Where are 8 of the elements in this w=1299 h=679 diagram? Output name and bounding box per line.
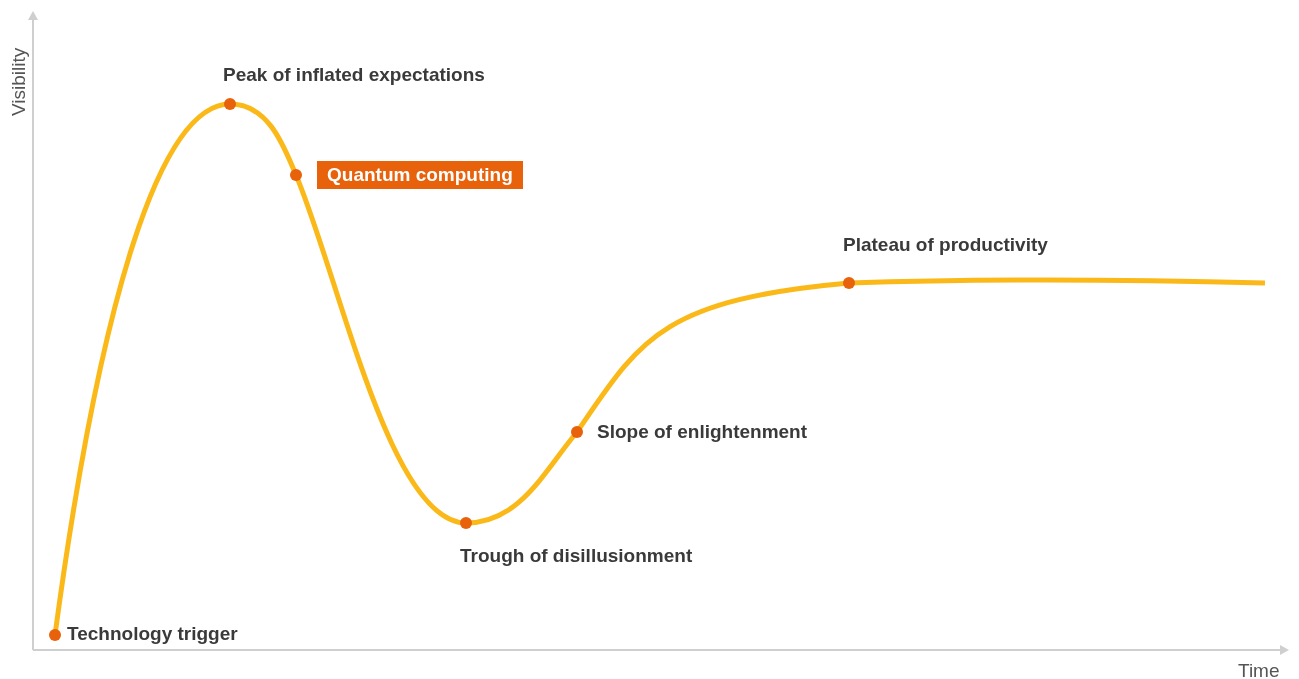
stage-label: Plateau of productivity: [843, 234, 1048, 256]
axis-label: Visibility: [8, 47, 30, 116]
stage-label: Technology trigger: [67, 623, 238, 645]
stage-label: Peak of inflated expectations: [223, 64, 485, 86]
stage-label: Slope of enlightenment: [597, 421, 808, 443]
axis-label: Time: [1238, 660, 1280, 679]
stage-label: Trough of disillusionment: [460, 545, 693, 567]
highlight-label: Quantum computing: [317, 161, 523, 189]
